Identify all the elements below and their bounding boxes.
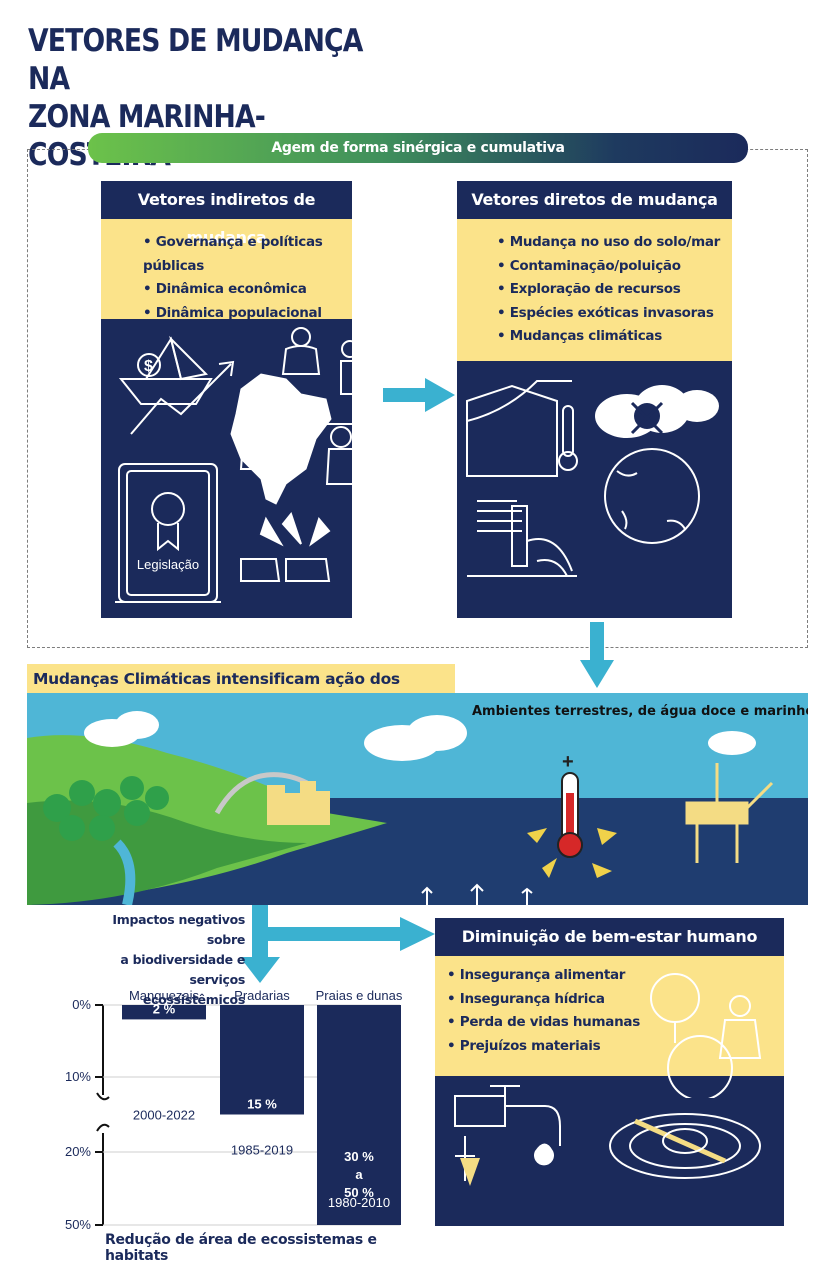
branch-arrow-icon	[240, 905, 435, 983]
value-label: 2 %	[153, 1001, 176, 1016]
river	[113, 839, 136, 905]
faucet-icon	[454, 1085, 561, 1181]
wellbeing-item: Insegurança hídrica	[447, 988, 784, 1012]
direct-vectors-panel: Vetores diretos de mudança Mudança no us…	[457, 181, 732, 618]
svg-text:$: $	[144, 358, 153, 375]
category-label: Manguezais	[129, 988, 200, 1003]
period-label: 1980-2010	[328, 1195, 390, 1210]
pollution-cloud-skull-icon	[595, 385, 719, 438]
climate-banner: Mudanças Climáticas intensificam ação do…	[27, 664, 455, 718]
direct-item: Mudança no uso do solo/mar	[497, 231, 732, 255]
wellbeing-item: Insegurança alimentar	[447, 964, 784, 988]
water-drop-icon	[534, 1143, 554, 1166]
bar-1	[220, 1005, 304, 1115]
direct-item: Mudanças climáticas	[497, 325, 732, 349]
oil-platform-icon	[685, 763, 774, 863]
indirect-vectors-list-box: Governança e políticas públicas Dinâmica…	[101, 219, 352, 321]
direct-vectors-title: Vetores diretos de mudança	[471, 190, 718, 209]
environments-label: Ambientes terrestres, de água doce e mar…	[472, 704, 808, 719]
empty-plate-icon	[609, 1113, 761, 1179]
y-tick-label: 20%	[65, 1144, 91, 1159]
value-label: 50 %	[344, 1185, 374, 1200]
clouds	[84, 711, 756, 761]
brazil-map-icon	[230, 373, 332, 505]
road	[214, 772, 309, 815]
value-label: 15 %	[247, 1097, 277, 1112]
wellbeing-item: Prejuízos materiais	[447, 1035, 784, 1059]
axis-break-mark	[96, 1123, 110, 1132]
direct-item: Exploração de recursos	[497, 278, 732, 302]
globe-icon	[604, 448, 700, 544]
indirect-vectors-title: Vetores indiretos de mudança	[137, 190, 316, 247]
indirect-item: Governança e políticas públicas	[143, 231, 352, 278]
thermometer-icon: +	[527, 751, 617, 878]
indirect-vectors-panel: Vetores indiretos de mudança Governança …	[101, 181, 352, 618]
water-drop-arrow-icon	[460, 1158, 480, 1186]
paper-boat-dollar-icon: $	[118, 335, 235, 435]
indirect-item: Dinâmica econômica	[143, 278, 352, 302]
period-label: 2000-2022	[133, 1107, 195, 1122]
bar-2	[317, 1005, 401, 1225]
sewage-outflow-icon	[467, 500, 577, 577]
category-label: Praias e dunas	[316, 988, 403, 1003]
wellbeing-list-box: Insegurança alimentar Insegurança hídric…	[435, 956, 784, 1076]
direct-item: Contaminação/poluição	[497, 255, 732, 279]
fist-bump-icon	[240, 511, 331, 582]
landscape-scene: + Ambientes terrestres, de água doce e m…	[27, 693, 808, 905]
period-label: 1985-2019	[231, 1143, 293, 1158]
people-icons	[239, 327, 352, 485]
indirect-item: Dinâmica populacional	[143, 302, 352, 326]
direct-vectors-list-box: Mudança no uso do solo/mar Contaminação/…	[457, 219, 732, 361]
value-label: 30 %	[344, 1149, 374, 1164]
synergy-banner: Agem de forma sinérgica e cumulativa	[88, 133, 748, 163]
impacts-label: Impactos negativos sobre a biodiversidad…	[112, 912, 245, 1007]
y-tick-label: 10%	[65, 1069, 91, 1084]
direct-icons	[466, 380, 719, 577]
indirect-icons: $ Legislação	[115, 327, 352, 603]
chart-caption: Redução de área de ecossistemas e habita…	[105, 1232, 377, 1264]
direct-item: Espécies exóticas invasoras	[497, 302, 732, 326]
wellbeing-panel: Diminuição de bem-estar humano Inseguran…	[435, 918, 784, 1226]
y-tick-label: 50%	[65, 1217, 91, 1232]
title-line-1: VETORES DE MUDANÇA NA	[28, 23, 363, 97]
category-label: Pradarias	[234, 988, 290, 1003]
tree-person-globe-icons	[650, 973, 762, 1098]
axis-break-mark	[96, 1092, 110, 1101]
bar-0	[122, 1005, 206, 1020]
value-label: a	[355, 1167, 363, 1182]
down-arrow-icon	[580, 622, 614, 688]
legislation-book-icon	[115, 463, 221, 603]
corals	[421, 883, 533, 905]
wellbeing-title: Diminuição de bem-estar humano	[461, 927, 758, 946]
forest-trees	[43, 776, 169, 841]
ecosystem-landscape: + Ambientes terrestres, de água doce e m…	[27, 693, 808, 905]
wellbeing-icons	[454, 1085, 761, 1186]
y-tick-label: 0%	[72, 997, 91, 1012]
svg-text:+: +	[562, 751, 574, 773]
land-use-thermometer-icon	[466, 380, 578, 477]
wellbeing-item: Perda de vidas humanas	[447, 1011, 784, 1035]
book-label: Legislação	[137, 557, 199, 572]
city-buildings	[267, 781, 330, 825]
right-arrow-icon	[383, 378, 455, 412]
